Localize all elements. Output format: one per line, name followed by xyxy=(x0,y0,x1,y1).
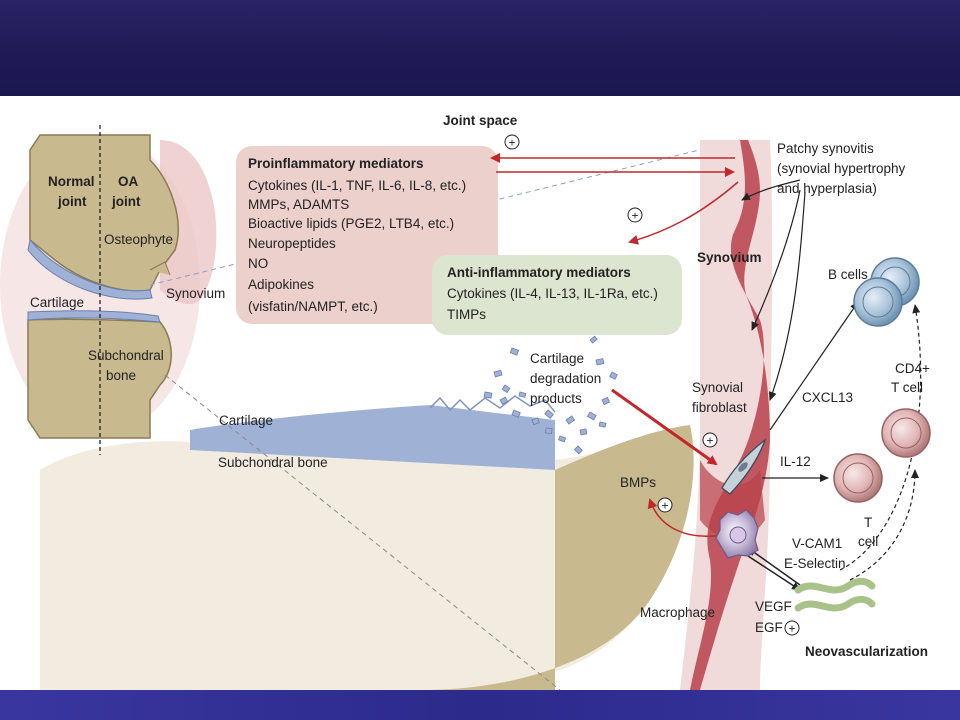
cd4-t-cell xyxy=(881,408,931,458)
pro-line-3: Bioactive lipids (PGE2, LTB4, etc.) xyxy=(248,216,454,231)
plus-anti: + xyxy=(627,207,643,223)
arrow-patchy-1 xyxy=(741,179,801,201)
plus-egf: + xyxy=(784,620,800,636)
label-synovium-big: Synovium xyxy=(697,250,762,265)
arrow-synovium-to-anti xyxy=(628,181,739,245)
label-b-cells: B cells xyxy=(828,267,868,282)
label-e-selectin: E-Selectin xyxy=(784,556,846,571)
label-cartilage-degradation-1: Cartilage xyxy=(530,351,584,366)
t-cell xyxy=(833,453,883,503)
label-cartilage-degradation-3: products xyxy=(530,391,582,406)
label-cartilage-small: Cartilage xyxy=(30,295,84,310)
subchondral-bone-large xyxy=(40,395,694,690)
arrow-macrophage-vegf xyxy=(747,555,801,591)
footer-bar xyxy=(0,690,960,720)
arrow-vegf-macrophage xyxy=(747,547,801,586)
cartilage-fragments xyxy=(483,335,618,455)
label-il12: IL-12 xyxy=(780,454,811,469)
plus-joint-space: + xyxy=(504,134,520,150)
label-t-cell-1: T xyxy=(864,515,872,530)
arrow-to-bmps xyxy=(647,498,723,537)
zoom-line-bottom xyxy=(164,374,561,691)
label-patchy-synovitis-2: (synovial hypertrophy xyxy=(777,161,906,176)
pro-line-1: Cytokines (IL-1, TNF, IL-6, IL-8, etc.) xyxy=(248,178,466,193)
label-patchy-synovitis-1: Patchy synovitis xyxy=(777,141,874,156)
svg-text:+: + xyxy=(661,499,668,513)
arrow-patchy-2 xyxy=(751,189,801,331)
label-vcam1: V-CAM1 xyxy=(792,536,842,551)
blood-vessels xyxy=(794,577,876,612)
arrow-patchy-3 xyxy=(768,191,806,401)
label-cd4-2: T cell xyxy=(891,380,923,395)
pro-title: Proinflammatory mediators xyxy=(248,156,424,171)
label-neovascularization: Neovascularization xyxy=(805,644,928,659)
label-joint-space: Joint space xyxy=(443,113,518,128)
label-cxcl13: CXCL13 xyxy=(802,390,853,405)
synovial-fibroblast-cell xyxy=(721,438,767,495)
anti-line-1: Cytokines (IL-4, IL-13, IL-1Ra, etc.) xyxy=(447,286,658,301)
header-bar xyxy=(0,0,960,96)
svg-text:+: + xyxy=(788,622,795,636)
label-subchondral-big: Subchondral bone xyxy=(218,455,328,470)
label-vegf: VEGF xyxy=(755,599,792,614)
label-subchondral-small-2: bone xyxy=(106,368,136,383)
label-patchy-synovitis-3: and hyperplasia) xyxy=(777,181,877,196)
label-bmps: BMPs xyxy=(620,475,656,490)
pro-line-6: Adipokines xyxy=(248,277,314,292)
label-cartilage-big: Cartilage xyxy=(219,413,273,428)
label-oa-joint-2: joint xyxy=(111,194,141,209)
svg-text:+: + xyxy=(508,136,515,150)
anti-line-2: TIMPs xyxy=(447,307,486,322)
label-cartilage-degradation-2: degradation xyxy=(530,371,601,386)
label-t-cell-2: cell xyxy=(858,534,878,549)
pro-line-2: MMPs, ADAMTS xyxy=(248,197,349,212)
pro-line-5: NO xyxy=(248,256,268,271)
label-normal-joint-2: joint xyxy=(57,194,87,209)
label-normal-joint-1: Normal xyxy=(48,174,95,189)
svg-text:+: + xyxy=(706,434,713,448)
label-macrophage: Macrophage xyxy=(640,605,715,620)
plus-bmps: + xyxy=(657,497,673,513)
pro-line-4: Neuropeptides xyxy=(248,236,336,251)
anti-title: Anti-inflammatory mediators xyxy=(447,265,631,280)
pro-line-7: (visfatin/NAMPT, etc.) xyxy=(248,299,378,314)
joint-schematic xyxy=(0,125,217,455)
label-oa-joint-1: OA xyxy=(118,174,139,189)
svg-text:+: + xyxy=(631,209,638,223)
plus-fibroblast: + xyxy=(702,432,718,448)
arrow-dashed-cd4 xyxy=(849,469,919,581)
antiinflammatory-box xyxy=(432,255,682,335)
label-subchondral-small-1: Subchondral xyxy=(88,348,164,363)
label-egf: EGF xyxy=(755,620,783,635)
arrow-cxcl13 xyxy=(769,301,859,431)
label-synovial-fibroblast-1: Synovial xyxy=(692,380,743,395)
label-osteophyte: Osteophyte xyxy=(104,232,173,247)
arrow-dashed-bcell xyxy=(839,304,922,571)
label-synovium-small: Synovium xyxy=(166,286,225,301)
label-synovial-fibroblast-2: fibroblast xyxy=(692,400,747,415)
macrophage-cell xyxy=(715,509,759,559)
label-cd4-1: CD4+ xyxy=(895,361,930,376)
b-cells xyxy=(853,257,920,327)
arrow-degradation-to-fibroblast xyxy=(611,388,718,466)
